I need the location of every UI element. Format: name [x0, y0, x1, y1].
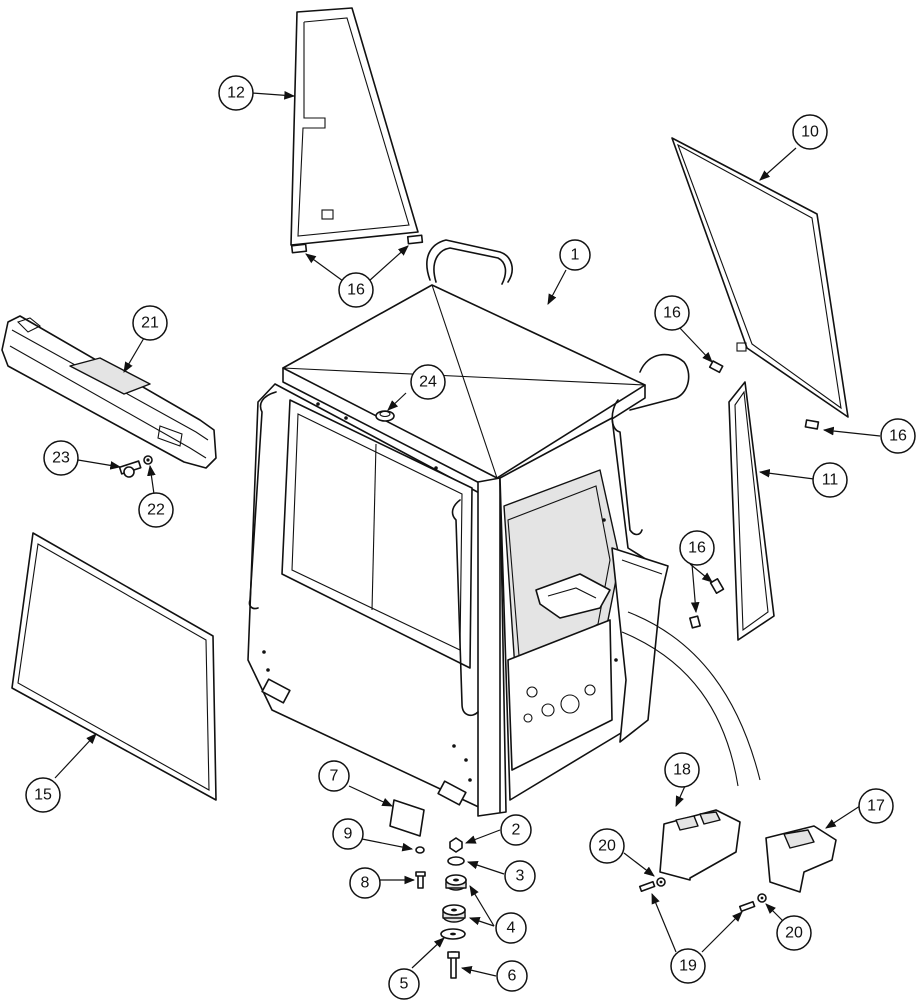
callout-label: 10	[801, 124, 819, 141]
callout-3: 3	[504, 860, 536, 892]
cab-mount-hardware	[415, 837, 467, 979]
callout-label: 18	[673, 762, 691, 779]
callout-label: 19	[679, 958, 697, 975]
glazing-pads-right	[689, 360, 820, 629]
callout-label: 20	[598, 838, 616, 855]
callout-16-right: 16	[880, 418, 916, 454]
callout-label: 15	[34, 787, 52, 804]
callout-label: 6	[508, 968, 517, 985]
callout-12: 12	[218, 75, 254, 111]
callout-label: 8	[361, 875, 370, 892]
callout-label: 21	[141, 315, 159, 332]
callout-7: 7	[318, 760, 350, 792]
callout-9: 9	[332, 818, 364, 850]
callout-4: 4	[495, 912, 527, 944]
callout-21: 21	[132, 305, 168, 341]
callout-label: 4	[507, 920, 516, 937]
callout-label: 16	[688, 540, 706, 557]
front-glass-part	[11, 532, 217, 801]
callout-label: 16	[889, 428, 907, 445]
callout-2: 2	[500, 814, 532, 846]
callout-18: 18	[664, 752, 700, 788]
callout-label: 16	[663, 305, 681, 322]
callout-16-lower: 16	[679, 530, 715, 566]
callout-label: 24	[419, 374, 437, 391]
side-cover-18-part	[659, 809, 741, 881]
callout-15: 15	[25, 777, 61, 813]
callout-22: 22	[138, 492, 174, 528]
callout-16-middle: 16	[654, 295, 690, 331]
rear-glass-part	[671, 137, 849, 418]
callout-label: 5	[400, 976, 409, 993]
callout-8: 8	[349, 867, 381, 899]
callout-16-upper: 16	[338, 272, 374, 308]
callout-label: 2	[512, 822, 521, 839]
callout-label: 17	[867, 798, 885, 815]
callout-17: 17	[858, 788, 894, 824]
callout-label: 11	[822, 472, 839, 489]
callout-label: 23	[52, 450, 70, 467]
callout-19: 19	[670, 948, 706, 984]
side-glass-upper-part	[290, 7, 419, 246]
callout-label: 1	[571, 247, 580, 264]
callout-label: 16	[347, 282, 365, 299]
harness-lines	[621, 611, 761, 787]
light-bar-fasteners	[118, 455, 153, 478]
callout-10: 10	[792, 114, 828, 150]
callout-label: 20	[785, 925, 803, 942]
cab-assembly	[247, 239, 690, 817]
light-bar-part	[1, 315, 217, 469]
cover-plate-part	[389, 799, 425, 837]
callout-6: 6	[496, 960, 528, 992]
cover-fasteners	[638, 877, 767, 913]
callout-label: 9	[344, 826, 353, 843]
side-cover-17-part	[765, 825, 837, 893]
callout-20-left: 20	[589, 828, 625, 864]
callout-label: 3	[516, 868, 525, 885]
glazing-pads-upper	[290, 234, 424, 254]
callout-label: 12	[227, 85, 245, 102]
callout-5: 5	[388, 968, 420, 1000]
side-glass-lower-part	[728, 381, 775, 641]
callout-24: 24	[410, 364, 446, 400]
callout-1: 1	[559, 239, 591, 271]
callout-11: 11	[812, 462, 848, 498]
callout-label: 22	[147, 502, 165, 519]
callout-20-right: 20	[776, 915, 812, 951]
leader-lines	[54, 90, 881, 977]
callout-23: 23	[43, 440, 79, 476]
callout-label: 7	[330, 768, 339, 785]
